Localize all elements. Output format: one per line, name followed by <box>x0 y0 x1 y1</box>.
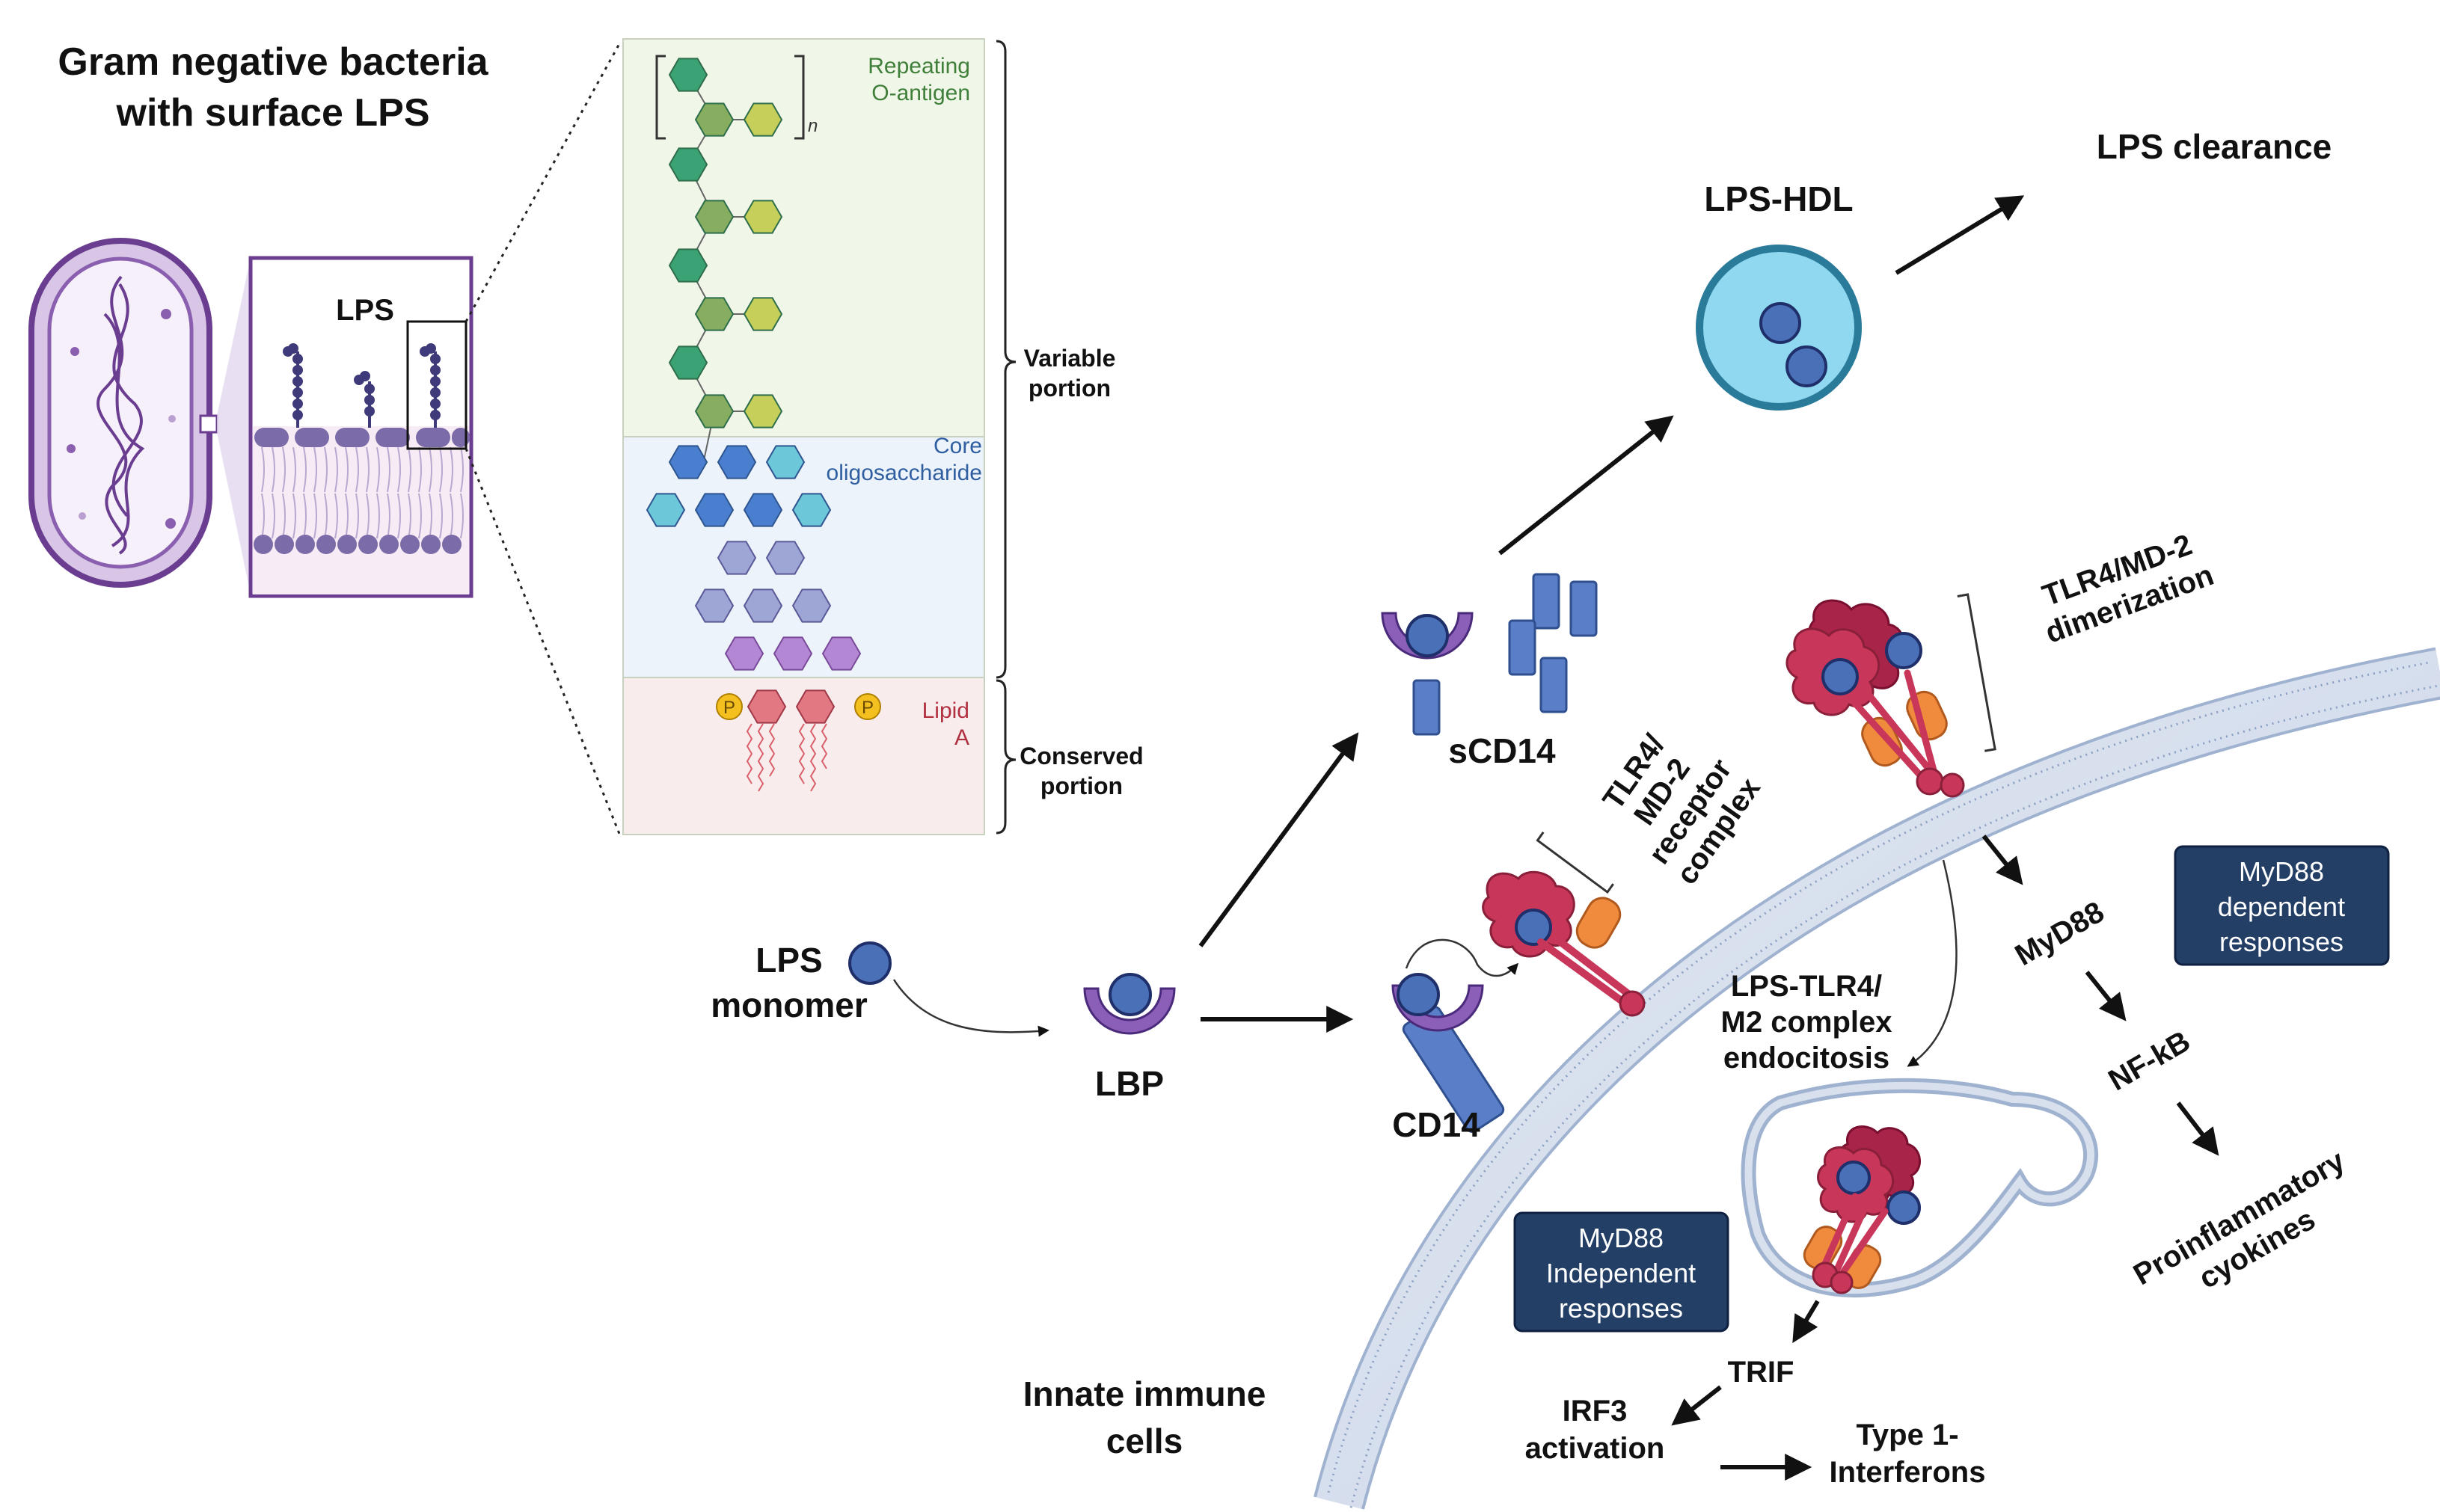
arrow-endocytosis <box>1907 859 1958 1067</box>
figure-title: Gram negative bacteria with surface LPS <box>58 40 488 135</box>
cd14-label: CD14 <box>1392 1105 1480 1144</box>
arrow-hdl-to-clearance <box>1895 195 2025 275</box>
conserved-portion-brace <box>996 679 1017 835</box>
dimerization-label: TLR4/MD-2 dimerization <box>2038 528 2218 649</box>
lps-monomer-label-2: monomer <box>711 986 868 1024</box>
interferons-label-2: Interferons <box>1830 1456 1986 1489</box>
repeat-subscript: n <box>808 116 818 136</box>
lps-monomer-molecule <box>848 941 892 985</box>
lps-hdl-label: LPS-HDL <box>1704 179 1853 218</box>
endocytosis-label-2: M2 complex <box>1721 1006 1892 1039</box>
proinflammatory-label: Proinflammatory cyokines <box>2128 1144 2351 1295</box>
lbp-label: LBP <box>1095 1064 1164 1103</box>
myd88-independent-label-2: Independent <box>1546 1258 1696 1288</box>
zoom-line-top <box>465 40 622 322</box>
arrow-monomer-to-lbp <box>892 979 1049 1037</box>
arrow-endosome-to-trif <box>1792 1300 1820 1344</box>
conserved-portion-label-1: Conserved <box>1020 743 1143 769</box>
inset-lps-label: LPS <box>336 294 394 327</box>
core-label-2: oligosaccharide <box>827 461 982 485</box>
myd88-dependent-label-3: responses <box>2219 926 2344 957</box>
zoom-funnel <box>217 258 251 594</box>
receptor-complex-brace <box>1536 832 1614 894</box>
conserved-portion-label-2: portion <box>1040 772 1123 799</box>
myd88-dependent-box: MyD88 dependent responses <box>2174 845 2390 966</box>
arrow-dimer-to-myd88 <box>1981 835 2023 885</box>
variable-portion-label-1: Variable <box>1024 345 1116 372</box>
lps-clearance-label: LPS clearance <box>2097 127 2332 166</box>
arrow-trif-to-irf3 <box>1671 1385 1722 1426</box>
membrane-inset: LPS <box>248 256 473 598</box>
myd88-dependent-label-2: dependent <box>2218 891 2345 922</box>
phosphate-right-label: P <box>862 698 874 718</box>
lipid-a-label-2: A <box>954 725 969 750</box>
scd14-protein <box>1381 573 1598 736</box>
myd88-independent-box: MyD88 Independent responses <box>1513 1211 1729 1333</box>
zoom-line-bottom <box>465 448 622 838</box>
trif-label: TRIF <box>1728 1356 1794 1389</box>
irf3-label-2: activation <box>1525 1432 1665 1465</box>
cd14-protein <box>1391 973 1505 1133</box>
lbp-protein <box>1083 973 1176 1035</box>
title-line-1: Gram negative bacteria <box>58 40 488 84</box>
tlr4-md2-receptor <box>1482 870 1646 1017</box>
interferons-label-1: Type 1- <box>1856 1419 1958 1451</box>
myd88-dependent-label-1: MyD88 <box>2239 856 2324 887</box>
nfkb-label: NF-kB <box>2103 1024 2195 1097</box>
o-antigen-label-1: Repeating <box>868 54 970 79</box>
phosphate-left-label: P <box>723 698 735 718</box>
arrow-nfkb-to-cytokines <box>2176 1101 2219 1156</box>
endocytosis-label-1: LPS-TLR4/ <box>1731 970 1882 1003</box>
arrow-scd14-to-hdl <box>1498 415 1674 556</box>
arrow-cd14-to-receptor <box>1405 938 1519 977</box>
host-cell-membrane <box>1314 647 2440 1512</box>
scd14-label: sCD14 <box>1448 731 1556 770</box>
arrow-lbp-to-scd14 <box>1198 732 1359 947</box>
title-line-2: with surface LPS <box>116 91 430 135</box>
dimerization-brace <box>1957 593 1996 752</box>
irf3-label-1: IRF3 <box>1563 1395 1628 1428</box>
lps-hdl-particle <box>1696 245 1862 411</box>
phosphate-left <box>716 693 743 720</box>
variable-portion-label-2: portion <box>1029 375 1111 402</box>
tlr4-md2-dimer <box>1785 599 1965 798</box>
variable-portion-brace <box>996 40 1017 679</box>
lps-structure-panel: Repeating O-antigen Core oligosaccharide… <box>622 38 1144 835</box>
myd88-independent-label-1: MyD88 <box>1578 1223 1664 1253</box>
endosome <box>1741 1078 2098 1298</box>
innate-cells-label-1: Innate immune <box>1023 1374 1266 1413</box>
lps-monomer-label-1: LPS <box>755 941 822 980</box>
myd88-label: MyD88 <box>2010 895 2110 972</box>
myd88-independent-label-3: responses <box>1559 1293 1683 1324</box>
bacterium-cell <box>28 238 218 588</box>
o-antigen-label-2: O-antigen <box>871 81 970 105</box>
innate-cells-label-2: cells <box>1106 1422 1183 1460</box>
arrow-myd88-to-nfkb <box>2085 971 2127 1021</box>
endocytosis-label-3: endocitosis <box>1723 1042 1889 1075</box>
core-label-1: Core <box>934 434 982 458</box>
receptor-complex-label: TLR4/ MD-2 receptor complex <box>1596 728 1766 890</box>
lipid-a-label-1: Lipid <box>922 698 969 723</box>
phosphate-right <box>854 693 881 720</box>
